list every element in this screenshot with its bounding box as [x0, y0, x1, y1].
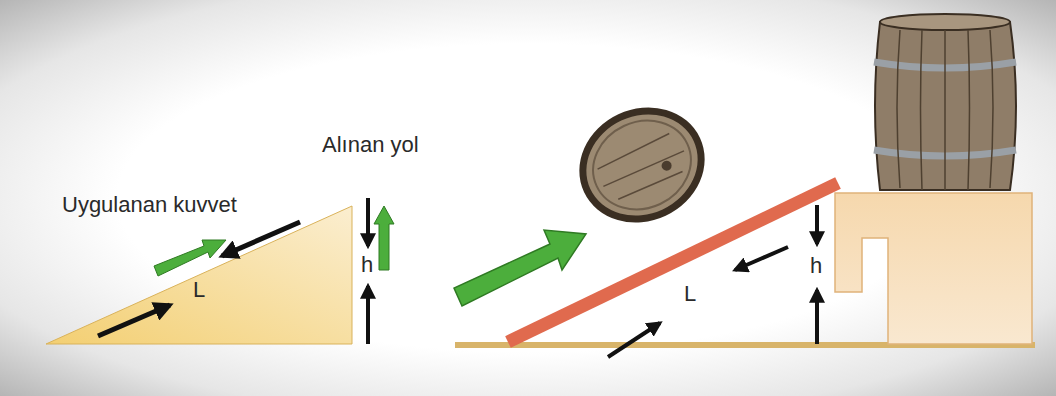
length-label: L: [684, 282, 696, 306]
inclined-plane: [46, 198, 394, 344]
length-label: L: [193, 278, 205, 302]
rolling-barrel: [560, 87, 723, 243]
standing-barrel: [874, 14, 1016, 190]
ramp-scene: [454, 183, 1035, 357]
height-label: h: [361, 253, 373, 277]
force-label: Uygulanan kuvvet: [62, 193, 242, 217]
height-label: h: [810, 254, 822, 278]
distance-label: Alınan yol: [322, 133, 432, 157]
